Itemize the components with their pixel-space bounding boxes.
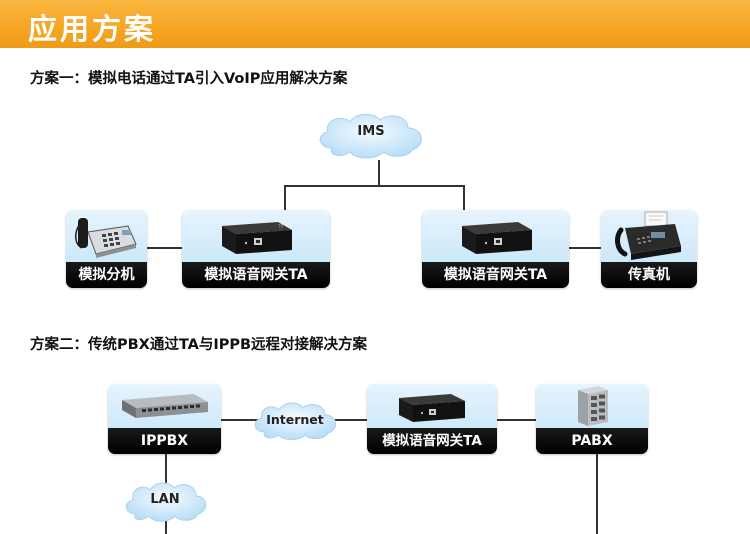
- device-label: 模拟语音网关TA: [182, 262, 330, 288]
- fax-machine-icon: [615, 211, 681, 260]
- device-label: 模拟分机: [66, 262, 147, 288]
- phone-link: [146, 247, 182, 249]
- pabx-down-line: [596, 453, 598, 534]
- network-switch-icon: [122, 394, 208, 418]
- telephone-icon: [75, 218, 137, 258]
- cloud-icon: [319, 113, 422, 159]
- page-title: 应用方案: [28, 12, 157, 46]
- device-gateway-left: TP 模拟语音网关TA: [182, 210, 330, 288]
- device-ippbx: IPPBX: [108, 384, 221, 454]
- svg-text:TP: TP: [277, 224, 283, 229]
- device-label: 模拟语音网关TA: [422, 262, 569, 288]
- voip-gateway-icon: TP: [222, 222, 292, 254]
- voip-gateway-icon: [399, 394, 465, 422]
- cloud-icon: [254, 402, 336, 440]
- device-pabx: PABX: [536, 384, 648, 454]
- gateway-pabx-link: [496, 419, 537, 421]
- device-label: 传真机: [601, 262, 697, 288]
- pabx-cabinet-icon: [578, 386, 608, 426]
- internet-cloud: Internet: [249, 398, 341, 442]
- fax-link: [568, 247, 602, 249]
- ims-label: IMS: [357, 124, 385, 139]
- internet-label: Internet: [266, 412, 324, 427]
- cloud-icon: [125, 482, 207, 522]
- solution2-title: 方案二：传统PBX通过TA与IPPB远程对接解决方案: [30, 337, 368, 353]
- ims-left-drop: [284, 185, 286, 210]
- ims-trunk-line: [378, 160, 380, 186]
- device-label: 模拟语音网关TA: [367, 428, 497, 454]
- ims-right-drop: [463, 185, 465, 210]
- device-label: PABX: [536, 428, 648, 454]
- lan-label: LAN: [150, 492, 180, 507]
- device-gateway: 模拟语音网关TA: [367, 384, 497, 454]
- solution1-title: 方案一：模拟电话通过TA引入VoIP应用解决方案: [30, 71, 348, 87]
- device-analog-phone: 模拟分机: [66, 210, 147, 288]
- ims-branch-line: [284, 185, 464, 187]
- ims-cloud: IMS: [312, 108, 430, 160]
- device-gateway-right: 模拟语音网关TA: [422, 210, 569, 288]
- voip-gateway-icon: [462, 222, 532, 254]
- device-label: IPPBX: [108, 428, 221, 454]
- device-fax: 传真机: [601, 210, 697, 288]
- lan-cloud: LAN: [120, 478, 210, 524]
- header-banner: 应用方案: [0, 0, 750, 48]
